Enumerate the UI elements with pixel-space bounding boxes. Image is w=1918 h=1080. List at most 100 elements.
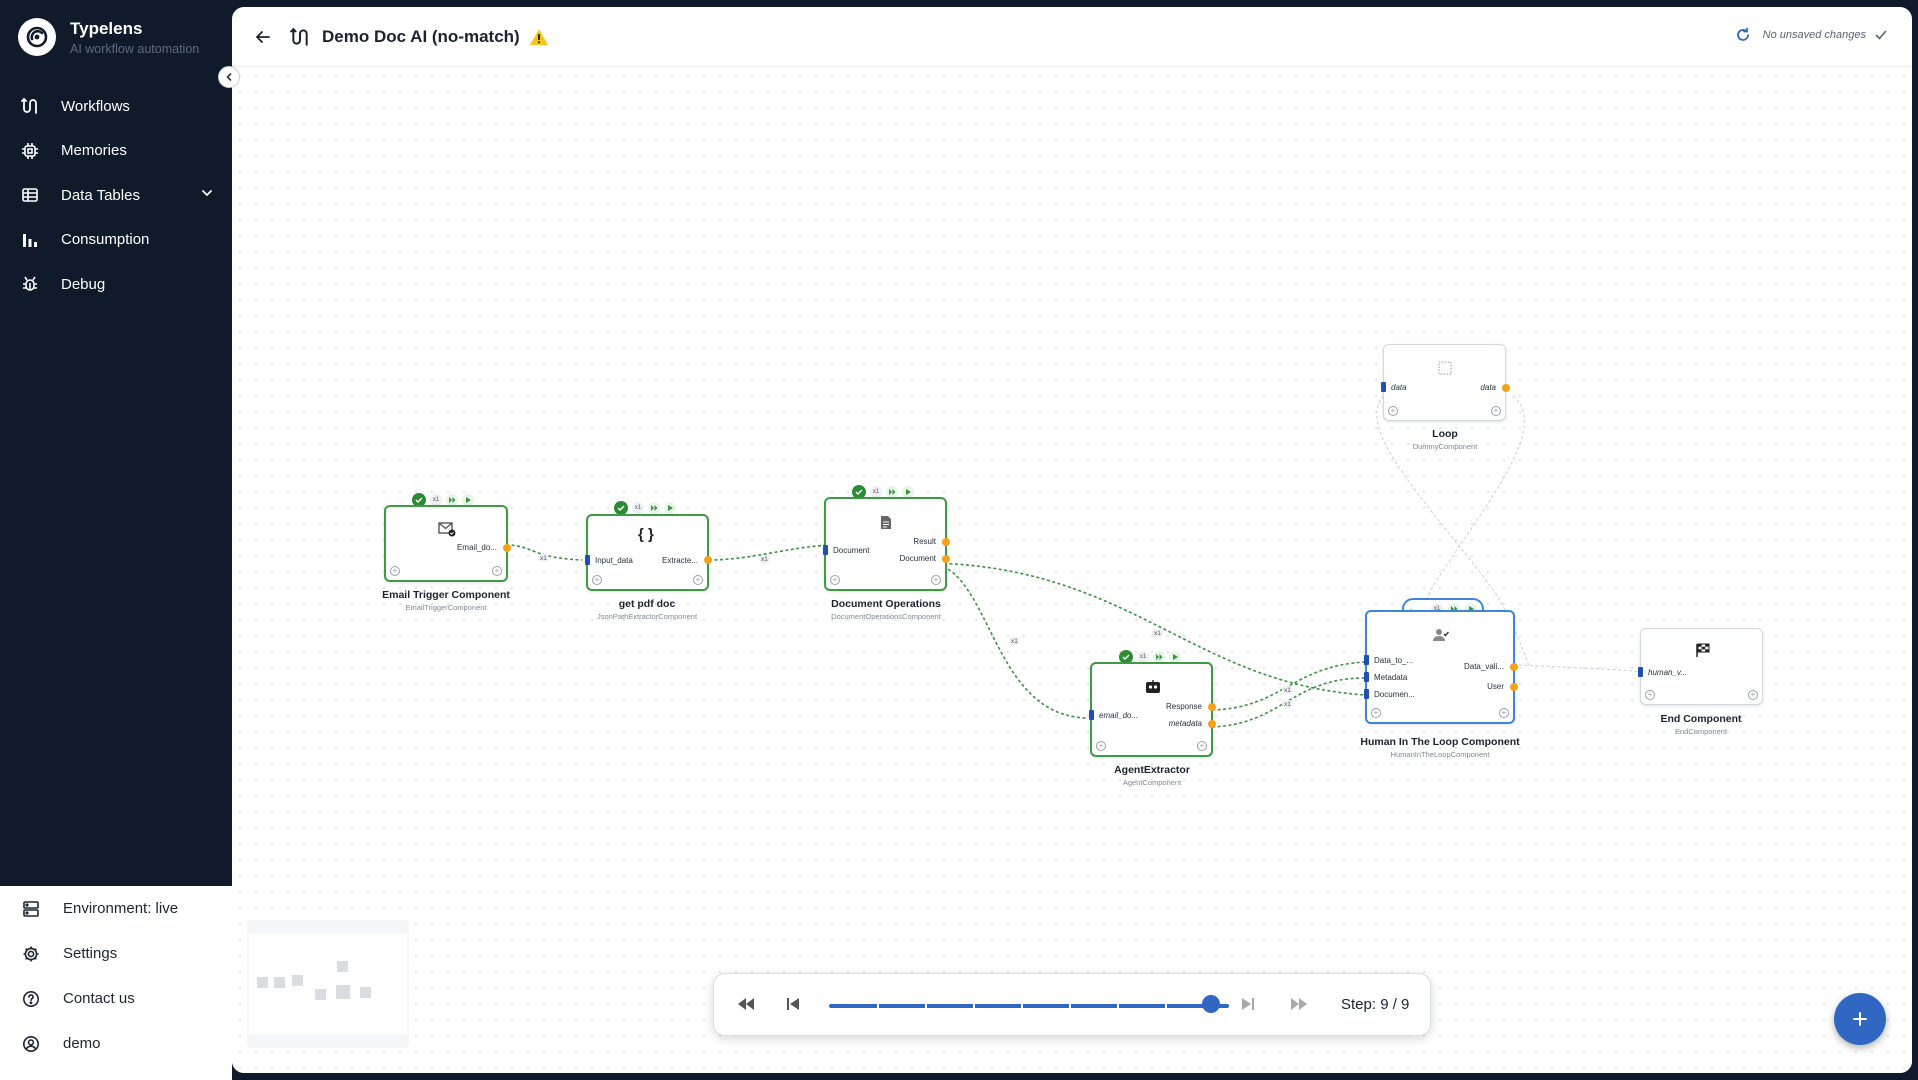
chevron-left-icon	[226, 73, 232, 81]
input-port[interactable]	[1381, 382, 1386, 392]
node-human-in-the-loop[interactable]: Data_to_... Metadata Documen... Data_val…	[1364, 610, 1518, 724]
sidebar-item-memories[interactable]: Memories	[0, 129, 232, 174]
input-port[interactable]	[1638, 667, 1643, 677]
edge-badge: x1	[1284, 701, 1291, 708]
success-check-icon	[1119, 650, 1133, 664]
workflow-canvas[interactable]: x1 x1 x1 x1 x1 x1 x1 Email_do... + + Ema…	[232, 68, 1912, 1073]
node-loop[interactable]: data data + +	[1381, 344, 1510, 421]
add-icon[interactable]: +	[1371, 708, 1381, 718]
output-port[interactable]	[1510, 683, 1518, 691]
input-port[interactable]	[823, 545, 828, 555]
output-port[interactable]	[1208, 703, 1216, 711]
edge-pdf-docops	[708, 544, 834, 561]
add-node-button[interactable]	[1834, 993, 1886, 1045]
add-icon[interactable]: +	[592, 575, 602, 585]
sidebar-item-workflows[interactable]: Workflows	[0, 84, 232, 129]
canvas-minimap[interactable]	[247, 920, 409, 1048]
sidebar-item-consumption[interactable]: Consumption	[0, 218, 232, 263]
node-document-operations[interactable]: Document Result Document + +	[823, 497, 950, 591]
play-icon[interactable]	[664, 502, 676, 514]
step-slider-thumb[interactable]	[1202, 995, 1220, 1013]
success-check-icon	[852, 485, 866, 499]
add-icon[interactable]: +	[390, 566, 400, 576]
node-type: EndComponent	[1674, 727, 1728, 736]
add-icon[interactable]: +	[1096, 741, 1106, 751]
first-step-button[interactable]	[784, 994, 802, 1014]
sidebar-item-label: Memories	[61, 142, 127, 160]
add-icon[interactable]: +	[931, 575, 941, 585]
add-icon[interactable]: +	[1491, 406, 1501, 416]
run-fast-forward-icon[interactable]	[1153, 651, 1165, 663]
sidebar-item-data-tables[interactable]: Data Tables	[0, 173, 232, 218]
node-get-pdf-doc[interactable]: { } Input_data Extracte... + +	[585, 514, 712, 591]
last-step-button[interactable]	[1239, 994, 1257, 1014]
play-icon[interactable]	[1169, 651, 1181, 663]
run-once-button[interactable]: x1	[632, 502, 644, 514]
back-button[interactable]	[250, 24, 276, 50]
add-icon[interactable]: +	[693, 575, 703, 585]
node-end[interactable]: human_v... + +	[1638, 628, 1763, 705]
edge-badge: x1	[1284, 687, 1291, 694]
input-port[interactable]	[1364, 672, 1369, 682]
step-slider-track[interactable]	[829, 1003, 1229, 1009]
run-once-button[interactable]: x1	[1137, 651, 1149, 663]
sidebar-item-contact[interactable]: Contact us	[0, 976, 232, 1021]
rewind-icon	[738, 998, 754, 1010]
edge-badge: x1	[1011, 638, 1018, 645]
input-port[interactable]	[585, 555, 590, 565]
node-agent-extractor[interactable]: email_do... Response metadata + +	[1089, 662, 1216, 757]
chevron-down-icon[interactable]	[200, 186, 214, 204]
edge-badge: x1	[1154, 630, 1161, 637]
arrow-left-icon	[255, 30, 270, 43]
slider-tick	[877, 1003, 879, 1009]
add-icon[interactable]: +	[1388, 406, 1398, 416]
output-port[interactable]	[1502, 384, 1510, 392]
input-port[interactable]	[1364, 689, 1369, 699]
run-once-button[interactable]: x1	[430, 494, 442, 506]
user-name: demo	[63, 1035, 101, 1052]
run-fast-forward-icon[interactable]	[648, 502, 660, 514]
output-port[interactable]	[942, 538, 950, 546]
play-icon[interactable]	[902, 486, 914, 498]
run-once-button[interactable]: x1	[870, 486, 882, 498]
input-port[interactable]	[1364, 655, 1369, 665]
rewind-button[interactable]	[736, 994, 756, 1014]
sidebar-item-user[interactable]: demo	[0, 1021, 232, 1066]
workflow-icon	[290, 27, 310, 47]
refresh-icon[interactable]	[1735, 27, 1751, 43]
success-check-icon	[412, 493, 426, 507]
add-icon[interactable]: +	[1197, 741, 1207, 751]
collapse-sidebar-button[interactable]	[218, 66, 240, 88]
help-icon	[21, 989, 41, 1009]
node-type: DummyComponent	[1412, 442, 1478, 451]
sidebar: Typelens AI workflow automation Workflow…	[0, 0, 232, 1080]
contact-label: Contact us	[63, 990, 135, 1007]
add-icon[interactable]: +	[1748, 690, 1758, 700]
output-port[interactable]	[942, 555, 950, 563]
add-icon[interactable]: +	[492, 566, 502, 576]
node-email-trigger[interactable]: Email_do... + +	[384, 505, 511, 582]
sidebar-item-environment[interactable]: Environment: live	[0, 886, 232, 931]
node-title: Loop	[1432, 428, 1458, 440]
fast-forward-button[interactable]	[1289, 994, 1309, 1014]
edge-loop-out	[1396, 395, 1525, 669]
add-icon[interactable]: +	[830, 575, 840, 585]
output-port[interactable]	[1510, 663, 1518, 671]
port-label: data	[1480, 383, 1496, 392]
output-port[interactable]	[503, 544, 511, 552]
run-fast-forward-icon[interactable]	[446, 494, 458, 506]
slider-tick	[973, 1003, 975, 1009]
add-icon[interactable]: +	[1499, 708, 1509, 718]
brand[interactable]: Typelens AI workflow automation	[18, 18, 199, 56]
input-port[interactable]	[1089, 710, 1094, 720]
sidebar-item-debug[interactable]: Debug	[0, 262, 232, 307]
output-port[interactable]	[1208, 720, 1216, 728]
plus-icon	[1853, 1012, 1867, 1026]
port-label: data	[1391, 383, 1407, 392]
output-port[interactable]	[704, 556, 712, 564]
add-icon[interactable]: +	[1645, 690, 1655, 700]
step-playback-bar: Step: 9 / 9	[713, 973, 1431, 1036]
sidebar-item-settings[interactable]: Settings	[0, 931, 232, 976]
run-fast-forward-icon[interactable]	[886, 486, 898, 498]
play-icon[interactable]	[462, 494, 474, 506]
